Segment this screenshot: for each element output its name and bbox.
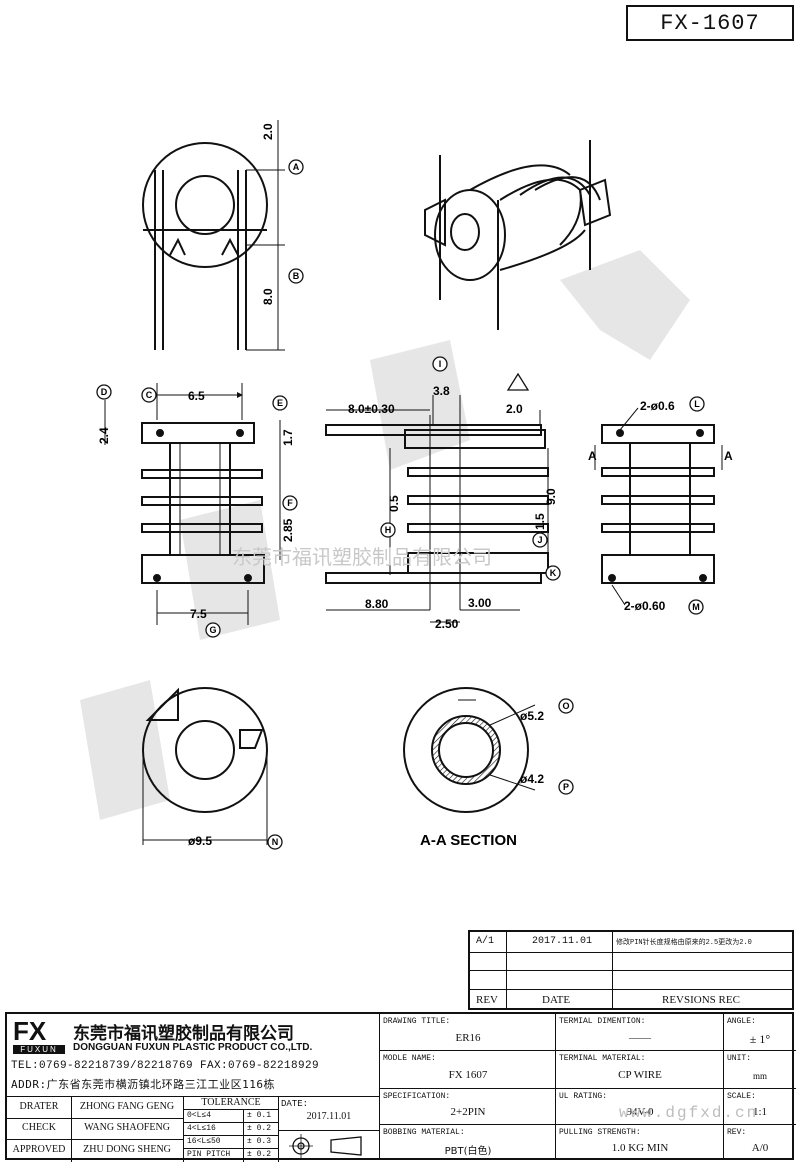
- unit: mm: [752, 1071, 767, 1081]
- section-label: A-A SECTION: [420, 832, 517, 849]
- drawing-number-box: FX-1607: [626, 5, 794, 41]
- technical-drawing: 2.0 8.0: [80, 120, 733, 850]
- section-mark-right: A: [724, 449, 733, 463]
- angle: ± 1°: [749, 1032, 771, 1046]
- specification: 2+2PIN: [450, 1106, 486, 1118]
- scale: 1:1: [752, 1106, 768, 1118]
- svg-text:J: J: [537, 535, 542, 545]
- dim-sec-id: ø4.2: [520, 772, 544, 786]
- rev-header-date: DATE: [542, 994, 571, 1006]
- rev-header-desc: REVSIONS REC: [662, 994, 740, 1006]
- callouts: [96, 159, 705, 850]
- svg-text:H: H: [385, 525, 392, 535]
- name-approved: ZHU DONG SHENG: [83, 1144, 171, 1155]
- revision-triangle-icon: [506, 372, 530, 391]
- company-tel: TEL:0769-82218739/82218769 FAX:0769-8221…: [11, 1060, 320, 1072]
- terminal-material: CP WIRE: [618, 1069, 662, 1081]
- dim-front-h2: 1.7: [281, 429, 295, 446]
- pulling-strength: 1.0 KG MIN: [611, 1142, 669, 1154]
- svg-text:A: A: [293, 162, 300, 172]
- name-check: WANG SHAOFENG: [84, 1122, 170, 1133]
- svg-text:C: C: [146, 390, 153, 400]
- terminal-dim: ——: [629, 1032, 651, 1044]
- tolerance-title: TOLERANCE: [201, 1097, 261, 1108]
- date-value: 2017.11.01: [306, 1111, 352, 1122]
- dim-side-flange: 0.5: [387, 495, 401, 512]
- date-label: DATE:: [281, 1099, 309, 1109]
- dim-front-bottom: 7.5: [190, 607, 207, 621]
- svg-text:N: N: [272, 837, 279, 847]
- watermark-text: 东莞市福讯塑胶制品有限公司: [232, 546, 492, 569]
- right-view: [594, 407, 723, 606]
- callout-letters: A B C D E F G H I J K L M N O P: [101, 162, 701, 847]
- svg-text:I: I: [439, 359, 442, 369]
- svg-text:B: B: [293, 271, 300, 281]
- dim-side-bottom-left: 8.80: [365, 597, 389, 611]
- svg-text:L: L: [694, 399, 700, 409]
- rev-row-1-rev: A/1: [476, 936, 495, 947]
- dim-side-gap: 1.5: [533, 513, 547, 530]
- svg-text:E: E: [277, 398, 283, 408]
- svg-text:F: F: [287, 498, 293, 508]
- rev-row-1-date: 2017.11.01: [532, 936, 593, 947]
- svg-text:O: O: [562, 701, 569, 711]
- model-name: FX 1607: [448, 1069, 488, 1081]
- dim-side-top: 3.8: [433, 384, 450, 398]
- watermark-shapes: [80, 250, 690, 820]
- dim-front-h3: 2.85: [281, 518, 295, 542]
- svg-text:D: D: [101, 387, 108, 397]
- drawing-number: FX-1607: [660, 10, 760, 36]
- rev-row-1-desc: 修改PIN针长度规格由原来的2.5更改为2.0: [616, 939, 752, 947]
- ul-rating: 94V-0: [626, 1106, 654, 1118]
- dim-top-pin: 2.0: [261, 123, 275, 140]
- role-drater: DRATER: [19, 1101, 59, 1112]
- projection-symbol-icon: [289, 1134, 362, 1158]
- dim-pin-top: 2-ø0.6: [640, 399, 675, 413]
- name-drater: ZHONG FANG GENG: [79, 1101, 175, 1112]
- iso-view: [424, 140, 612, 330]
- title-block: FX FUXUN 东莞市福讯塑胶制品有限公司 DONGGUAN FUXUN PL…: [5, 1012, 796, 1162]
- dim-front-width: 6.5: [188, 389, 205, 403]
- bobbin-material: PBT(白色): [444, 1146, 492, 1157]
- section-view: [403, 687, 536, 813]
- dim-side-height: 9.0: [544, 488, 558, 505]
- company-addr: ADDR:广东省东莞市横沥镇北环路三江工业区116栋: [11, 1078, 275, 1091]
- dim-side-pin: 2.0: [506, 402, 523, 416]
- dim-side-left: 8.0±0.30: [348, 402, 395, 416]
- company-name-cn: 东莞市福讯塑胶制品有限公司: [73, 1024, 294, 1044]
- side-view: [325, 395, 549, 623]
- front-view: [104, 383, 281, 625]
- bottom-view: [142, 687, 268, 845]
- dim-pin-bottom: 2-ø0.60: [624, 599, 666, 613]
- svg-text:G: G: [209, 625, 216, 635]
- company-logo: FX FUXUN: [13, 1018, 65, 1054]
- svg-text:M: M: [692, 602, 700, 612]
- revision-table: A/1 2017.11.01 修改PIN针长度规格由原来的2.5更改为2.0 R…: [468, 930, 794, 1010]
- company-name-en: DONGGUAN FUXUN PLASTIC PRODUCT CO.,LTD.: [73, 1042, 313, 1053]
- drawing-title: ER16: [455, 1032, 481, 1044]
- role-approved: APPROVED: [12, 1144, 66, 1155]
- svg-text:P: P: [563, 782, 569, 792]
- dim-front-h1: 2.4: [97, 427, 111, 444]
- top-view: [142, 120, 285, 351]
- rev-header-rev: REV: [476, 994, 498, 1006]
- role-check: CHECK: [22, 1122, 56, 1133]
- section-mark-left: A: [588, 449, 597, 463]
- svg-text:K: K: [550, 568, 557, 578]
- dim-side-bottom-right: 3.00: [468, 596, 492, 610]
- watermark-url: www.dgfxd.cn: [619, 1104, 759, 1122]
- dim-bottom-dia: ø9.5: [188, 834, 212, 848]
- dim-top-height: 8.0: [261, 288, 275, 305]
- dim-sec-od: ø5.2: [520, 709, 544, 723]
- rev-value: A/0: [751, 1142, 769, 1154]
- dim-side-center: 2.50: [435, 617, 459, 631]
